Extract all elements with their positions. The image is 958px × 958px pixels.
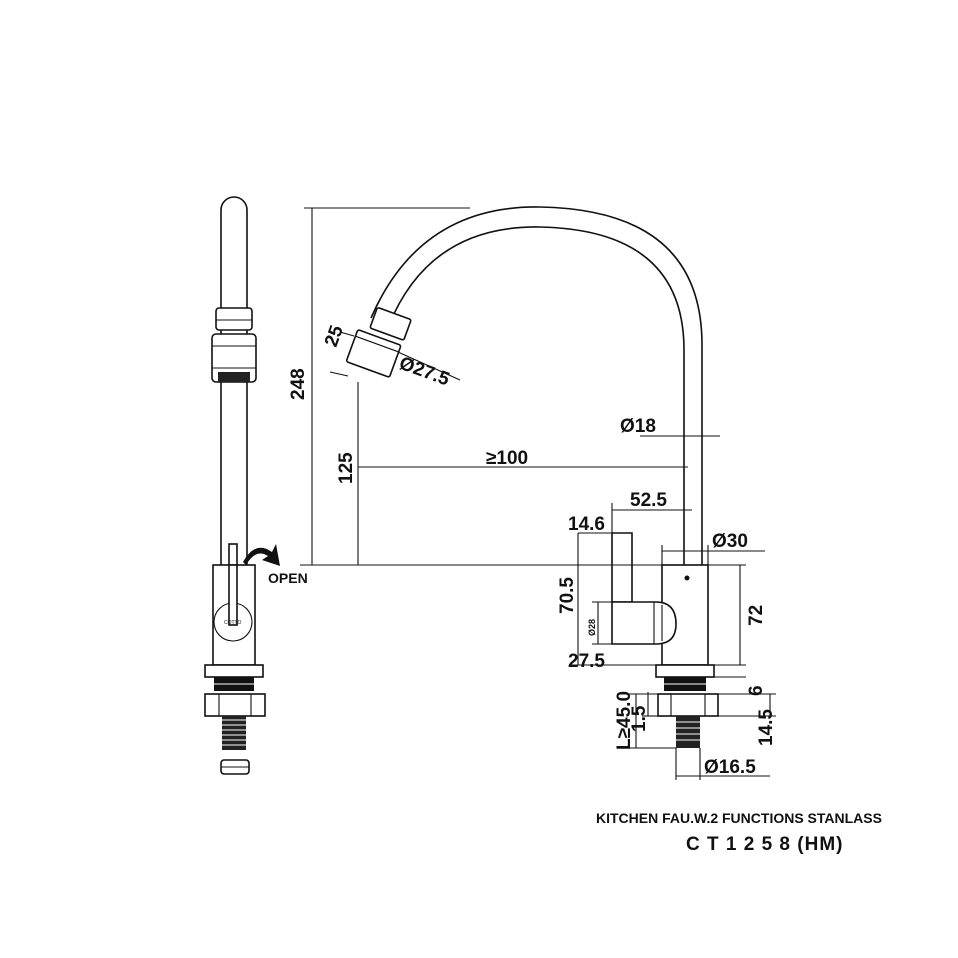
- dim-body-height: 72: [746, 605, 767, 626]
- dim-base-height: 6: [746, 685, 767, 696]
- dim-aerator-len: 25: [321, 322, 348, 349]
- side-shank: [222, 716, 246, 750]
- front-handle-lever: [611, 532, 633, 603]
- front-aerator-head: [345, 329, 402, 378]
- dim-body-dia: Ø30: [712, 531, 748, 552]
- dimension-lines: [300, 207, 776, 780]
- dim-spout-height: 125: [336, 452, 357, 484]
- front-nut: [657, 693, 719, 717]
- spout-outer: [370, 206, 703, 565]
- dim-handle-offset: 52.5: [630, 490, 667, 511]
- front-base: [655, 664, 715, 678]
- dim-shank-len: L≥45.0: [614, 691, 635, 750]
- brand-logo: COTTO: [224, 620, 242, 626]
- front-shank: [676, 716, 700, 748]
- front-aerator-ring: [369, 307, 412, 341]
- dim-handle-height: 70.5: [557, 577, 578, 614]
- side-base: [204, 664, 264, 678]
- drawing-title: KITCHEN FAU.W.2 FUNCTIONS STANLASS: [596, 810, 882, 826]
- model-code: C T 1 2 5 8 (HM): [686, 834, 843, 855]
- side-aerator-ring: [215, 307, 253, 331]
- side-view: OPEN COTTO: [204, 196, 308, 775]
- dim-aerator-dia: Ø27.5: [396, 353, 452, 391]
- side-nut: [204, 693, 266, 717]
- dim-handle-width: 27.5: [568, 651, 605, 672]
- dim-height-total: 248: [288, 368, 309, 400]
- side-spout-pipe: [220, 196, 248, 565]
- dim-reach: ≥100: [486, 448, 528, 469]
- front-view: 248 125 ≥100 25 Ø27.5 Ø18 52.5 14.6 Ø30 …: [288, 206, 777, 780]
- dim-shank-dia: Ø16.5: [704, 757, 756, 778]
- dim-spout-dia: Ø18: [620, 416, 656, 437]
- open-label: OPEN: [268, 570, 308, 586]
- spout-inner: [388, 226, 685, 565]
- dim-nut-height: 14.5: [756, 709, 777, 746]
- dim-washer: 1.5: [629, 705, 650, 732]
- front-handle-hub: [611, 601, 677, 645]
- dim-handle-depth: 14.6: [568, 514, 605, 535]
- dim-handle-dia: Ø28: [587, 619, 597, 636]
- open-arrow-icon: [243, 544, 280, 566]
